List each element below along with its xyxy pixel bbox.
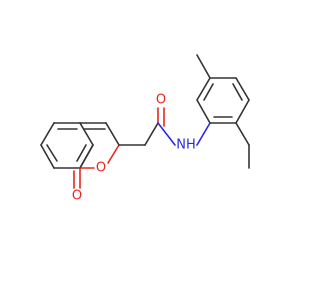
lactone-carbonyl bbox=[73, 167, 81, 189]
atom-o-amide-carbonyl: O bbox=[156, 93, 166, 108]
methyl-groups bbox=[196, 54, 250, 169]
pyranone-ring bbox=[79, 122, 120, 169]
atom-o-lactone-carbonyl: O bbox=[72, 189, 82, 204]
amide-carbonyl bbox=[118, 107, 176, 146]
atom-nh-amide: NH bbox=[176, 138, 196, 153]
dimethylphenyl-ring bbox=[196, 77, 250, 146]
atom-o-ring: O bbox=[96, 161, 106, 176]
chemical-structure-diagram: O NH O O bbox=[40, 54, 250, 204]
